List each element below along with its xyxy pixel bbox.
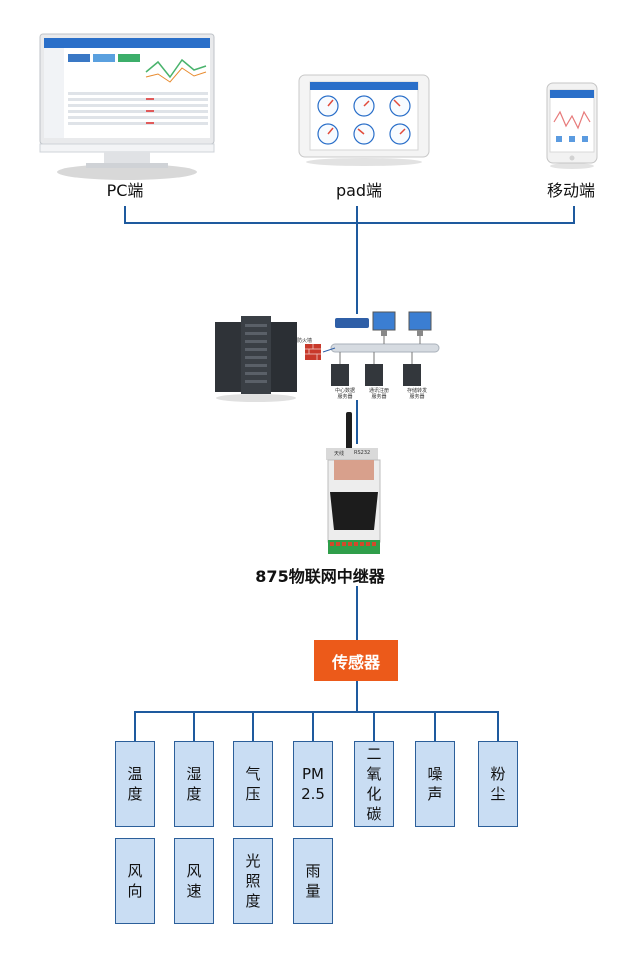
server-network-image: 防火墙 中心数据 服务器 通讯注册 服务器 存储转发 服务器 — [213, 308, 446, 406]
server3-label: 存储转发 服务器 — [406, 388, 427, 400]
drop-line-6 — [434, 711, 436, 741]
drop-line-1 — [134, 711, 136, 741]
sensor-label: 粉 尘 — [490, 765, 506, 803]
connector-hub-bus — [356, 681, 358, 712]
relay-title: 875物联网中继器 — [255, 567, 385, 586]
server2-label: 通讯注册 服务器 — [368, 388, 389, 400]
sensor-hub-label: 传感器 — [331, 652, 380, 672]
sensor-bus — [134, 711, 499, 713]
connector-server-relay — [356, 400, 358, 444]
connector-relay-hub — [356, 586, 358, 640]
pad-label: pad端 — [335, 181, 383, 200]
sensor-box: 光 照 度 — [233, 838, 273, 924]
relay-badge-left: 天线 — [334, 451, 345, 457]
sensor-label: 温 度 — [127, 765, 143, 803]
drop-line-2 — [193, 711, 195, 741]
sensor-label: 风 速 — [186, 862, 202, 900]
sensor-label: 雨 量 — [305, 862, 321, 900]
connector-top-bus — [124, 222, 575, 224]
mobile-label: 移动端 — [546, 181, 595, 200]
sensor-box: 风 速 — [174, 838, 214, 924]
sensor-box: 气 压 — [233, 741, 273, 827]
connector-mobile — [573, 206, 575, 224]
sensor-label: 湿 度 — [186, 765, 202, 803]
pc-label: PC端 — [106, 181, 144, 200]
connector-pad — [356, 206, 358, 224]
sensor-label: 二 氧 化 碳 — [366, 745, 382, 823]
drop-line-7 — [497, 711, 499, 741]
mobile-phone-image — [546, 82, 598, 170]
sensor-label: PM 2.5 — [301, 765, 325, 803]
connector-to-server — [356, 222, 358, 314]
sensor-label: 风 向 — [127, 862, 143, 900]
connector-pc — [124, 206, 126, 224]
sensor-box: PM 2.5 — [293, 741, 333, 827]
sensor-label: 气 压 — [245, 765, 261, 803]
server1-label: 中心数据 服务器 — [334, 388, 355, 400]
sensor-hub-box: 传感器 — [314, 640, 398, 681]
drop-line-4 — [312, 711, 314, 741]
firewall-label: 防火墙 — [297, 337, 312, 344]
relay-badge-right: RS232 — [354, 450, 371, 456]
drop-line-5 — [373, 711, 375, 741]
pad-tablet-image — [298, 74, 430, 166]
sensor-box: 粉 尘 — [478, 741, 518, 827]
drop-line-3 — [252, 711, 254, 741]
sensor-box: 湿 度 — [174, 741, 214, 827]
sensor-box: 风 向 — [115, 838, 155, 924]
sensor-box: 温 度 — [115, 741, 155, 827]
pc-monitor-image — [38, 32, 216, 182]
sensor-label: 噪 声 — [427, 765, 443, 803]
sensor-label: 光 照 度 — [245, 852, 261, 910]
sensor-box: 雨 量 — [293, 838, 333, 924]
sensor-box: 噪 声 — [415, 741, 455, 827]
sensor-box: 二 氧 化 碳 — [354, 741, 394, 827]
relay-device-image: 天线 RS232 — [316, 410, 386, 560]
